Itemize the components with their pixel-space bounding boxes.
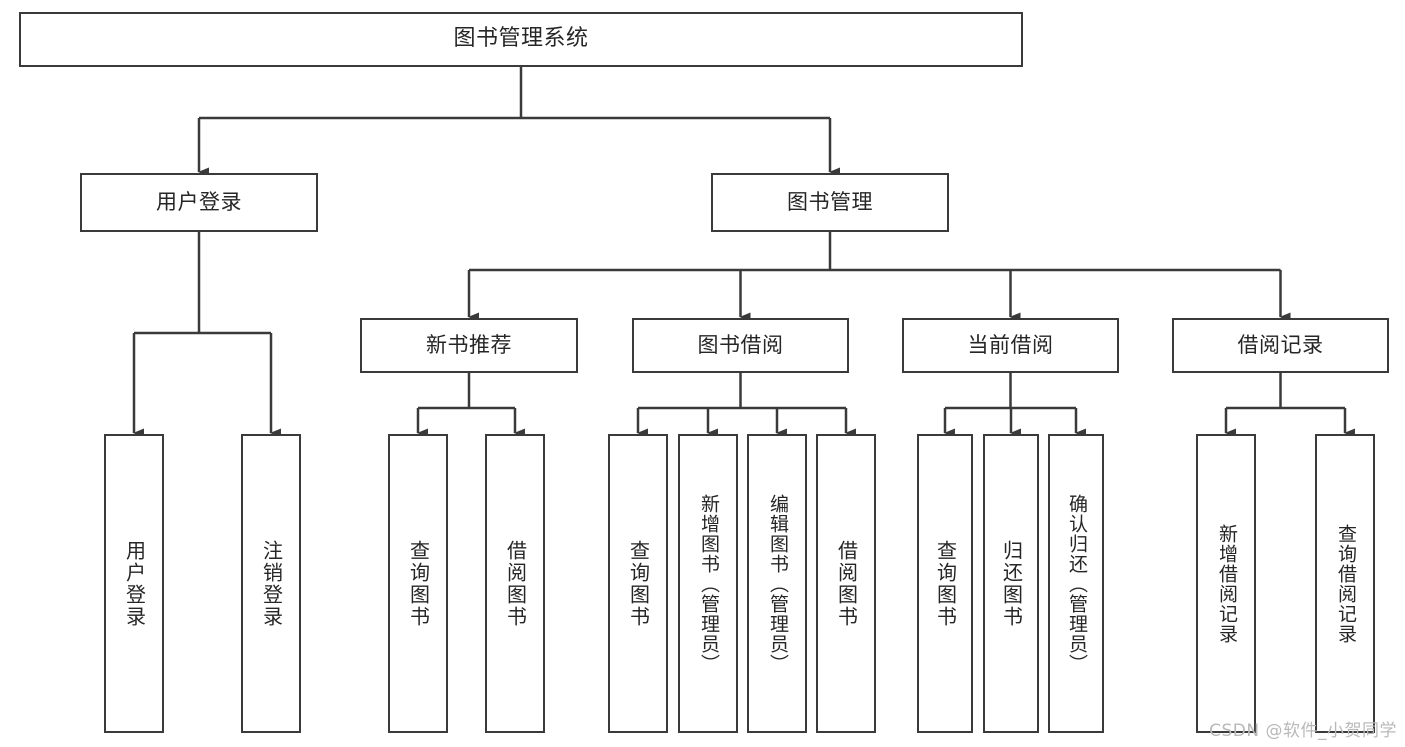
node-label: 图书借阅: [697, 332, 784, 357]
node-leaf-query-book-borrow[interactable]: 查询图书: [608, 434, 668, 733]
node-level2-borrow-record[interactable]: 借阅记录: [1172, 318, 1389, 373]
node-leaf-add-book-admin[interactable]: 新增图书（管理员）: [678, 434, 738, 733]
node-leaf-borrow-book-recommend[interactable]: 借阅图书: [485, 434, 545, 733]
node-label: 查询图书: [406, 539, 431, 628]
node-leaf-add-borrow-record[interactable]: 新增借阅记录: [1196, 434, 1256, 733]
node-label: 图书管理: [787, 189, 873, 214]
node-leaf-edit-book-admin[interactable]: 编辑图书（管理员）: [747, 434, 807, 733]
node-leaf-query-book-current[interactable]: 查询图书: [917, 434, 973, 733]
node-leaf-borrow-book[interactable]: 借阅图书: [816, 434, 876, 733]
node-label: 查询图书: [933, 539, 958, 628]
node-root-label: 图书管理系统: [453, 26, 589, 52]
node-leaf-return-book[interactable]: 归还图书: [983, 434, 1039, 733]
node-leaf-query-book-recommend[interactable]: 查询图书: [388, 434, 448, 733]
node-label: 新书推荐: [426, 332, 512, 357]
node-label: 注销登录: [259, 539, 284, 628]
node-label: 编辑图书（管理员）: [766, 493, 789, 674]
node-leaf-logout[interactable]: 注销登录: [241, 434, 301, 733]
node-label: 借阅图书: [834, 539, 859, 628]
node-leaf-query-borrow-record[interactable]: 查询借阅记录: [1315, 434, 1375, 733]
node-leaf-user-login[interactable]: 用户登录: [104, 434, 164, 733]
node-level2-new-book-recommend[interactable]: 新书推荐: [360, 318, 578, 373]
node-label: 查询图书: [626, 539, 651, 628]
node-label: 确认归还（管理员）: [1065, 493, 1088, 674]
node-level2-current-borrow[interactable]: 当前借阅: [902, 318, 1119, 373]
watermark-text: CSDN @软件_小贺同学: [1209, 721, 1397, 741]
node-level1-user-login[interactable]: 用户登录: [80, 173, 318, 232]
node-label: 用户登录: [122, 539, 147, 628]
node-label: 借阅记录: [1237, 332, 1324, 357]
node-label: 用户登录: [156, 189, 242, 214]
node-label: 新增借阅记录: [1215, 523, 1238, 644]
node-label: 新增图书（管理员）: [697, 493, 720, 674]
node-level1-book-management[interactable]: 图书管理: [711, 173, 949, 232]
node-leaf-confirm-return-admin[interactable]: 确认归还（管理员）: [1048, 434, 1104, 733]
node-label: 借阅图书: [503, 539, 528, 628]
node-label: 归还图书: [999, 539, 1024, 628]
node-root[interactable]: 图书管理系统: [19, 12, 1023, 67]
node-label: 查询借阅记录: [1334, 523, 1357, 644]
node-label: 当前借阅: [967, 332, 1054, 357]
node-level2-book-borrow[interactable]: 图书借阅: [632, 318, 849, 373]
